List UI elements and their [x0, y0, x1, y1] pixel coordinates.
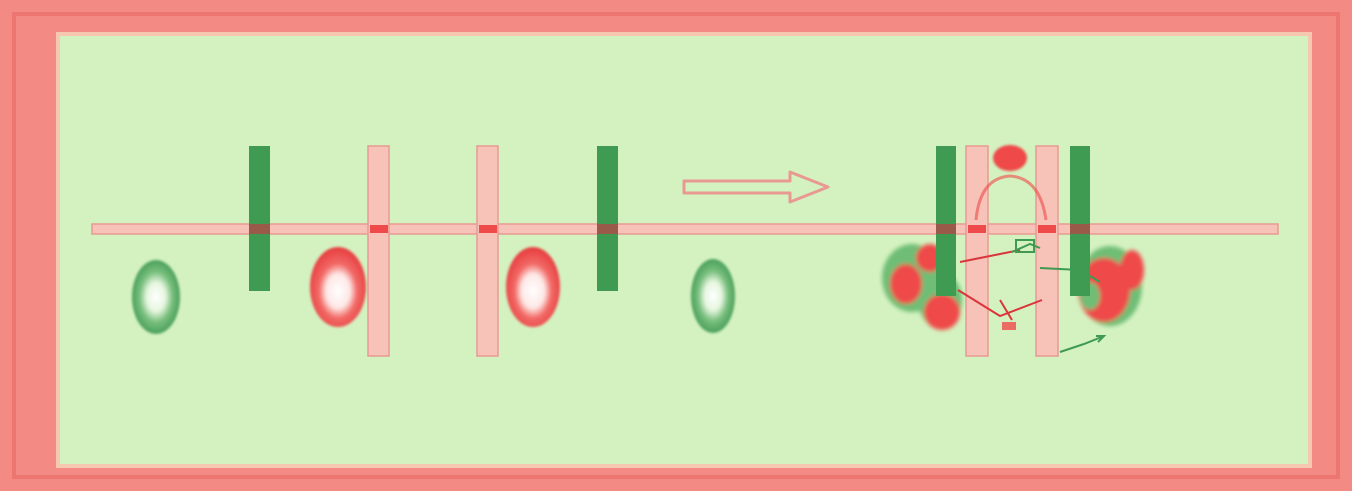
crossing-mark-4: [597, 224, 618, 234]
pink-bar-3: [966, 146, 988, 356]
green-bar-1: [249, 146, 270, 291]
crossing-mark-7: [1038, 225, 1056, 233]
crossing-mark-3: [479, 225, 497, 233]
small-red-mark: [1002, 322, 1016, 330]
crossing-mark-8: [1070, 224, 1090, 234]
pink-bar-1: [368, 146, 389, 356]
green-bar-2: [597, 146, 618, 291]
green-ring-right: [691, 259, 735, 333]
green-bar-3: [936, 146, 956, 296]
pink-bar-4: [1036, 146, 1058, 356]
crossing-mark-2: [370, 225, 388, 233]
red-blob-top: [993, 145, 1027, 171]
red-ring-2: [506, 247, 560, 327]
crossing-mark-5: [936, 224, 956, 234]
green-ring-left: [132, 260, 180, 334]
crossing-mark-1: [249, 224, 270, 234]
crossing-mark-6: [968, 225, 986, 233]
pink-bar-2: [477, 146, 498, 356]
red-ring-1: [310, 247, 366, 327]
